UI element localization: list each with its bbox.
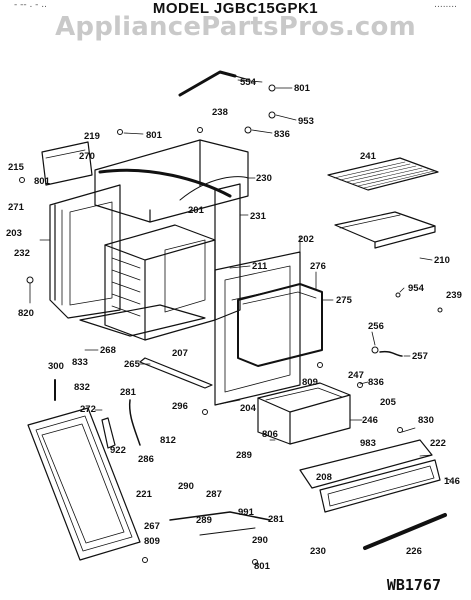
- part-label: 801: [294, 83, 311, 94]
- power-cord: [178, 70, 251, 97]
- oven-rack: [327, 157, 439, 191]
- part-label: 205: [380, 397, 397, 408]
- part-label: 812: [160, 435, 176, 446]
- part-label: 801: [254, 561, 271, 572]
- part-label: 809: [144, 536, 160, 547]
- drawing-code: WB1767: [386, 576, 441, 594]
- part-label: 257: [412, 351, 428, 362]
- part-label: 246: [362, 415, 378, 426]
- part-label: 281: [120, 387, 137, 398]
- part-label: 271: [8, 202, 25, 213]
- kick-plate-rod: [363, 513, 447, 550]
- part-label: 809: [302, 377, 318, 388]
- part-label: 201: [188, 205, 205, 216]
- right-side-panel: [214, 183, 241, 321]
- part-label: 222: [430, 438, 446, 449]
- part-label: 247: [348, 370, 364, 381]
- part-label: 215: [8, 162, 25, 173]
- door-gasket: [237, 283, 323, 367]
- part-label: 801: [146, 130, 163, 141]
- part-labels: 554 801 238 953 836 219 801 270 215 801 …: [6, 77, 462, 572]
- part-label: 230: [256, 173, 272, 184]
- part-label: 954: [408, 283, 425, 294]
- leader-lines: [29, 79, 451, 481]
- part-label: 256: [368, 321, 384, 332]
- part-label: 300: [48, 361, 64, 372]
- header-fragment-left: - -- . - ..: [14, 0, 48, 10]
- part-label: 211: [252, 261, 268, 272]
- part-label: 983: [360, 438, 376, 449]
- oven-bottom-panel: [79, 304, 206, 337]
- part-label: 272: [80, 404, 96, 415]
- door-trim-strip: [139, 357, 213, 389]
- oven-cavity: [104, 224, 216, 341]
- part-label: 241: [360, 151, 377, 162]
- left-side-panel: [49, 184, 121, 319]
- hardware-screws: [19, 84, 443, 565]
- part-label: 820: [18, 308, 34, 319]
- part-label: 922: [110, 445, 126, 456]
- part-label: 238: [212, 107, 228, 118]
- part-label: 202: [298, 234, 314, 245]
- part-label: 146: [444, 476, 460, 487]
- part-label: 208: [316, 472, 332, 483]
- part-label: 265: [124, 359, 141, 370]
- part-label: 801: [34, 176, 51, 187]
- part-label: 204: [240, 403, 257, 414]
- part-label: 953: [298, 116, 314, 127]
- part-label: 270: [79, 151, 95, 162]
- part-label: 219: [84, 131, 100, 142]
- part-label: 210: [434, 255, 450, 266]
- part-label: 207: [172, 348, 188, 359]
- part-label: 289: [236, 450, 252, 461]
- part-label: 991: [238, 507, 255, 518]
- range-top-cover: [94, 139, 249, 223]
- part-label: 275: [336, 295, 353, 306]
- broiler-drawer: [257, 382, 351, 445]
- part-label: 230: [310, 546, 326, 557]
- part-label: 806: [262, 429, 278, 440]
- part-label: 554: [240, 77, 257, 88]
- part-label: 276: [310, 261, 326, 272]
- part-label: 267: [144, 521, 160, 532]
- part-label: 289: [196, 515, 212, 526]
- front-frame: [214, 251, 301, 406]
- part-label: 239: [446, 290, 462, 301]
- part-label: 286: [138, 454, 154, 465]
- model-title: MODEL JGBC15GPK1: [152, 0, 319, 17]
- part-label: 832: [74, 382, 90, 393]
- part-label: 836: [274, 129, 290, 140]
- part-label: 232: [14, 248, 30, 259]
- door-hinge: [101, 399, 141, 449]
- part-label: 203: [6, 228, 22, 239]
- part-label: 296: [172, 401, 188, 412]
- part-label: 836: [368, 377, 384, 388]
- part-label: 290: [252, 535, 268, 546]
- site-watermark: AppliancePartsPros.com: [55, 12, 416, 42]
- part-label: 221: [136, 489, 153, 500]
- part-label: 226: [406, 546, 422, 557]
- part-label: 290: [178, 481, 194, 492]
- part-label: 231: [250, 211, 267, 222]
- part-label: 830: [418, 415, 434, 426]
- broiler-pan: [334, 211, 436, 249]
- part-label: 287: [206, 489, 222, 500]
- oven-door: [27, 407, 141, 561]
- part-label: 268: [100, 345, 116, 356]
- bottom-trim-strip: [169, 511, 271, 536]
- part-label: 281: [268, 514, 285, 525]
- header-fragment-right: ........: [434, 0, 457, 10]
- part-label: 833: [72, 357, 88, 368]
- back-splash-panel: [41, 141, 93, 186]
